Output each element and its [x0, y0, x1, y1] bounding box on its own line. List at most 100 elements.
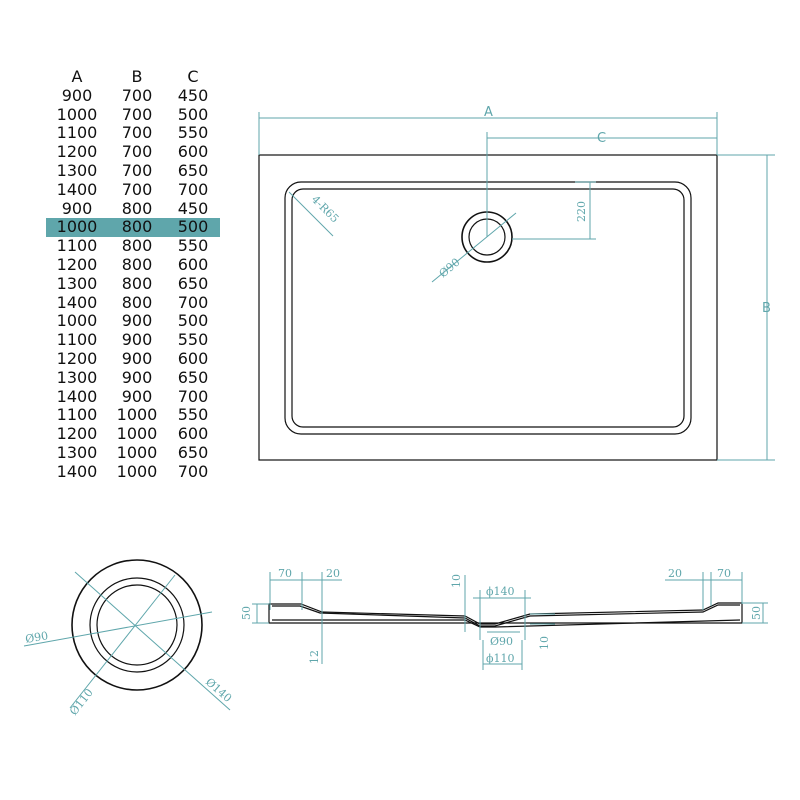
dim-d110-label: ϕ110 — [486, 652, 515, 665]
radius-label: 4-R65 — [309, 193, 342, 226]
table-cell: 500 — [177, 104, 209, 124]
table-row: 1200 700 600 — [46, 142, 220, 162]
table-row: 1000 700 500 — [46, 104, 220, 125]
table-cell: 900 — [121, 367, 153, 387]
dim-c-label: C — [597, 131, 606, 146]
table-cell: 1100 — [56, 405, 98, 425]
leader-d90 — [23, 611, 213, 647]
table-row: 1400 800 700 — [46, 292, 220, 313]
dim-right70-label: 70 — [717, 567, 731, 580]
dim-left50-label: 50 — [240, 606, 253, 620]
basin-inner-edge — [291, 188, 685, 428]
table-cell: 550 — [177, 236, 209, 256]
table-cell: 1400 — [56, 292, 98, 312]
table-cell: 450 — [177, 85, 209, 105]
table-cell: 900 — [61, 85, 93, 105]
dim-drain10-bottom-label: 10 — [538, 636, 551, 650]
column-header-b: B — [131, 67, 143, 86]
dim-drain10-top-label: 10 — [450, 574, 463, 588]
table-cell: 1200 — [56, 254, 98, 274]
table-cell: 700 — [121, 104, 153, 124]
label-d90: Ø90 — [24, 629, 49, 646]
section-view: 70 20 50 12 10 ϕ140 Ø90 ϕ110 10 — [240, 567, 768, 670]
table-cell: 450 — [177, 198, 209, 218]
dim-right50-label: 50 — [750, 606, 763, 620]
table-cell: 600 — [177, 142, 209, 162]
table-cell: 700 — [121, 160, 153, 180]
table-row: 900 700 450 — [46, 85, 220, 106]
table-cell: 650 — [177, 367, 209, 387]
column-header-a: A — [71, 67, 83, 86]
table-cell: 1000 — [116, 424, 158, 444]
table-cell: 800 — [121, 217, 153, 237]
table-cell: 1200 — [56, 142, 98, 162]
drain-detail-inner-circle — [96, 584, 178, 666]
table-row: 1300 900 650 — [46, 367, 220, 388]
table-cell: 900 — [61, 198, 93, 218]
table-cell: 1000 — [56, 217, 98, 237]
radius-leader — [288, 191, 334, 237]
table-row: 1400 700 700 — [46, 179, 220, 200]
table-cell: 1200 — [56, 424, 98, 444]
table-cell: 700 — [177, 386, 209, 406]
table-cell: 1300 — [56, 160, 98, 180]
table-cell: 700 — [121, 179, 153, 199]
dim-d90-label: Ø90 — [490, 635, 513, 648]
table-row: 1100 1000 550 — [46, 406, 220, 425]
tray-section-inner — [272, 604, 740, 627]
dim-left20-label: 20 — [326, 567, 340, 580]
tray-outline — [258, 154, 718, 461]
drain-detail: Ø90 Ø140 Ø110 — [23, 559, 234, 718]
table-cell: 700 — [121, 142, 153, 162]
dim-220-label: 220 — [575, 201, 588, 222]
leader-d140 — [74, 571, 231, 711]
table-cell: 550 — [177, 405, 209, 425]
table-cell: 600 — [177, 254, 209, 274]
drain-diameter-leader — [431, 212, 517, 283]
dim-a-label: A — [484, 105, 493, 120]
drain-detail-outer-circle — [71, 559, 203, 691]
table-cell: 600 — [177, 348, 209, 368]
table-cell: 800 — [121, 292, 153, 312]
table-cell: 1000 — [56, 311, 98, 331]
basin-outer-edge — [284, 181, 692, 435]
dim-d140-label: ϕ140 — [486, 585, 515, 598]
table-cell: 800 — [121, 254, 153, 274]
table-cell: 1300 — [56, 367, 98, 387]
table-cell: 900 — [121, 311, 153, 331]
table-row: 1200 800 600 — [46, 254, 220, 275]
table-cell: 650 — [177, 273, 209, 293]
table-cell: 900 — [121, 386, 153, 406]
table-cell: 700 — [177, 179, 209, 199]
plan-view: A C B 220 4-R65 Ø90 — [258, 105, 775, 461]
table-cell: 700 — [177, 461, 209, 481]
leader-d110 — [69, 574, 176, 709]
table-cell: 1400 — [56, 179, 98, 199]
table-cell: 1000 — [56, 104, 98, 124]
drain-detail-middle-circle — [89, 577, 185, 673]
table-cell: 650 — [177, 442, 209, 462]
table-cell: 1200 — [56, 348, 98, 368]
table-cell: 700 — [121, 85, 153, 105]
table-cell: 1300 — [56, 442, 98, 462]
table-cell: 900 — [121, 330, 153, 350]
label-d110: Ø110 — [67, 686, 96, 718]
table-cell: 700 — [177, 292, 209, 312]
table-cell: 550 — [177, 123, 209, 143]
table-cell: 800 — [121, 236, 153, 256]
table-cell: 1100 — [56, 330, 98, 350]
drain-diameter-label: Ø90 — [437, 256, 463, 281]
size-table-header: A B C — [46, 67, 220, 87]
table-cell: 650 — [177, 160, 209, 180]
table-cell: 1000 — [116, 405, 158, 425]
table-cell: 1400 — [56, 461, 98, 481]
